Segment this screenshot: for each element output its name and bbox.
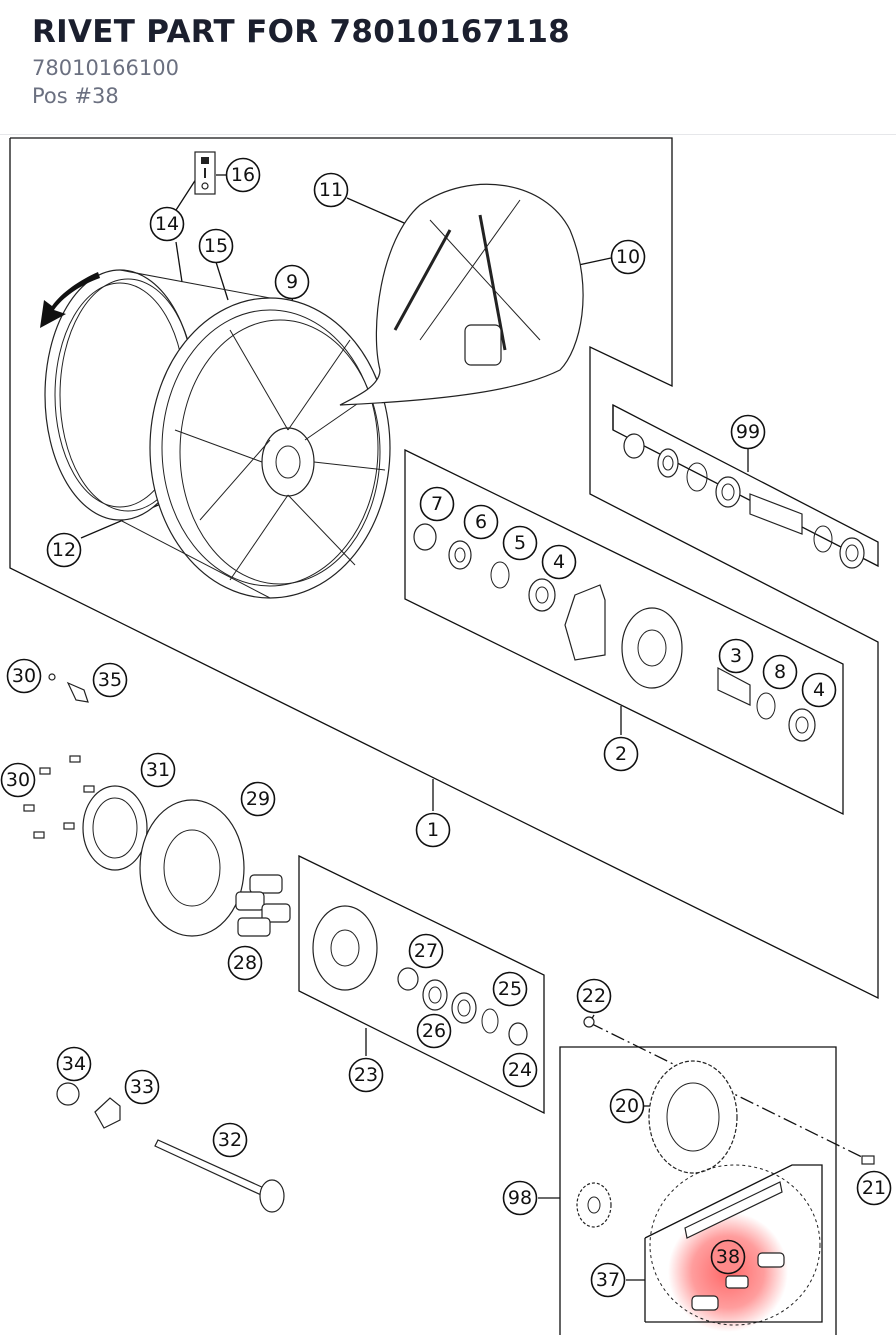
callout-27[interactable]: 27: [408, 933, 444, 969]
svg-text:98: 98: [508, 1187, 532, 1209]
svg-text:16: 16: [231, 164, 255, 186]
svg-text:7: 7: [431, 493, 443, 515]
svg-text:9: 9: [286, 271, 298, 293]
callout-29[interactable]: 29: [240, 781, 276, 817]
svg-text:12: 12: [52, 539, 76, 561]
svg-text:99: 99: [736, 421, 760, 443]
callout-22[interactable]: 22: [576, 978, 612, 1014]
bearing-set-99: [623, 433, 865, 569]
svg-text:27: 27: [414, 940, 438, 962]
callout-37[interactable]: 37: [590, 1262, 626, 1298]
callout-4b[interactable]: 4: [801, 672, 837, 708]
callout-5[interactable]: 5: [502, 525, 538, 561]
svg-text:30: 30: [12, 665, 36, 687]
callout-3[interactable]: 3: [718, 638, 754, 674]
svg-text:24: 24: [508, 1059, 532, 1081]
svg-text:23: 23: [354, 1064, 378, 1086]
callout-12[interactable]: 12: [46, 532, 82, 568]
svg-text:22: 22: [582, 985, 606, 1007]
callout-25[interactable]: 25: [492, 971, 528, 1007]
svg-text:35: 35: [98, 669, 122, 691]
page-header: RIVET PART FOR 78010167118 78010166100 P…: [0, 0, 896, 135]
callout-31[interactable]: 31: [140, 752, 176, 788]
callout-33[interactable]: 33: [124, 1069, 160, 1105]
svg-text:25: 25: [498, 978, 522, 1000]
sprocket-carrier-23: [312, 905, 528, 1046]
svg-text:10: 10: [616, 246, 640, 268]
position-label: Pos #38: [32, 84, 119, 108]
callout-4a[interactable]: 4: [541, 544, 577, 580]
svg-text:30: 30: [6, 769, 30, 791]
svg-text:28: 28: [233, 952, 257, 974]
axle-parts: [56, 1082, 285, 1213]
svg-text:31: 31: [146, 759, 170, 781]
callout-99[interactable]: 99: [730, 414, 766, 450]
hub-assembly-2: [413, 523, 816, 742]
callout-38[interactable]: 38: [710, 1239, 746, 1275]
callout-20[interactable]: 20: [609, 1088, 645, 1124]
callout-23[interactable]: 23: [348, 1057, 384, 1093]
callout-21[interactable]: 21: [856, 1170, 892, 1206]
spoke-detail-inset: [339, 183, 584, 406]
callout-30a[interactable]: 30: [6, 658, 42, 694]
valve-part: [194, 151, 216, 195]
callout-16[interactable]: 16: [225, 157, 261, 193]
callout-32[interactable]: 32: [212, 1122, 248, 1158]
svg-text:11: 11: [319, 179, 343, 201]
callout-26[interactable]: 26: [416, 1013, 452, 1049]
svg-text:2: 2: [615, 743, 627, 765]
wheel-rim: [44, 269, 391, 599]
svg-text:37: 37: [596, 1269, 620, 1291]
svg-text:4: 4: [813, 679, 825, 701]
svg-text:21: 21: [862, 1177, 886, 1199]
svg-text:29: 29: [246, 788, 270, 810]
brake-disc-and-sensor: [23, 673, 291, 937]
callout-2[interactable]: 2: [603, 736, 639, 772]
svg-text:33: 33: [130, 1076, 154, 1098]
callout-10[interactable]: 10: [610, 239, 646, 275]
svg-text:14: 14: [155, 213, 179, 235]
callout-1[interactable]: 1: [415, 812, 451, 848]
svg-text:15: 15: [204, 235, 228, 257]
callout-30b[interactable]: 30: [0, 762, 36, 798]
svg-text:26: 26: [422, 1020, 446, 1042]
callout-34[interactable]: 34: [56, 1046, 92, 1082]
callout-98[interactable]: 98: [502, 1180, 538, 1216]
callout-7[interactable]: 7: [419, 486, 455, 522]
part-number: 78010166100: [32, 56, 179, 80]
callout-11[interactable]: 11: [313, 172, 349, 208]
leader-lines: [80, 174, 869, 1322]
svg-text:1: 1: [427, 819, 439, 841]
svg-text:38: 38: [716, 1246, 740, 1268]
callout-15[interactable]: 15: [198, 228, 234, 264]
chain-drive-98: [576, 1016, 875, 1326]
svg-text:6: 6: [475, 511, 487, 533]
group-frames: [9, 137, 879, 1335]
svg-text:20: 20: [615, 1095, 639, 1117]
callout-14[interactable]: 14: [149, 206, 185, 242]
direction-arrow: [40, 272, 100, 328]
svg-text:4: 4: [553, 551, 565, 573]
callout-6[interactable]: 6: [463, 504, 499, 540]
svg-text:8: 8: [774, 661, 786, 683]
svg-text:5: 5: [514, 532, 526, 554]
callout-35[interactable]: 35: [92, 662, 128, 698]
svg-text:32: 32: [218, 1129, 242, 1151]
callout-9[interactable]: 9: [274, 264, 310, 300]
page-title: RIVET PART FOR 78010167118: [32, 14, 571, 50]
svg-text:3: 3: [730, 645, 742, 667]
callout-8[interactable]: 8: [762, 654, 798, 690]
callout-24[interactable]: 24: [502, 1052, 538, 1088]
svg-text:34: 34: [62, 1053, 86, 1075]
callout-28[interactable]: 28: [227, 945, 263, 981]
